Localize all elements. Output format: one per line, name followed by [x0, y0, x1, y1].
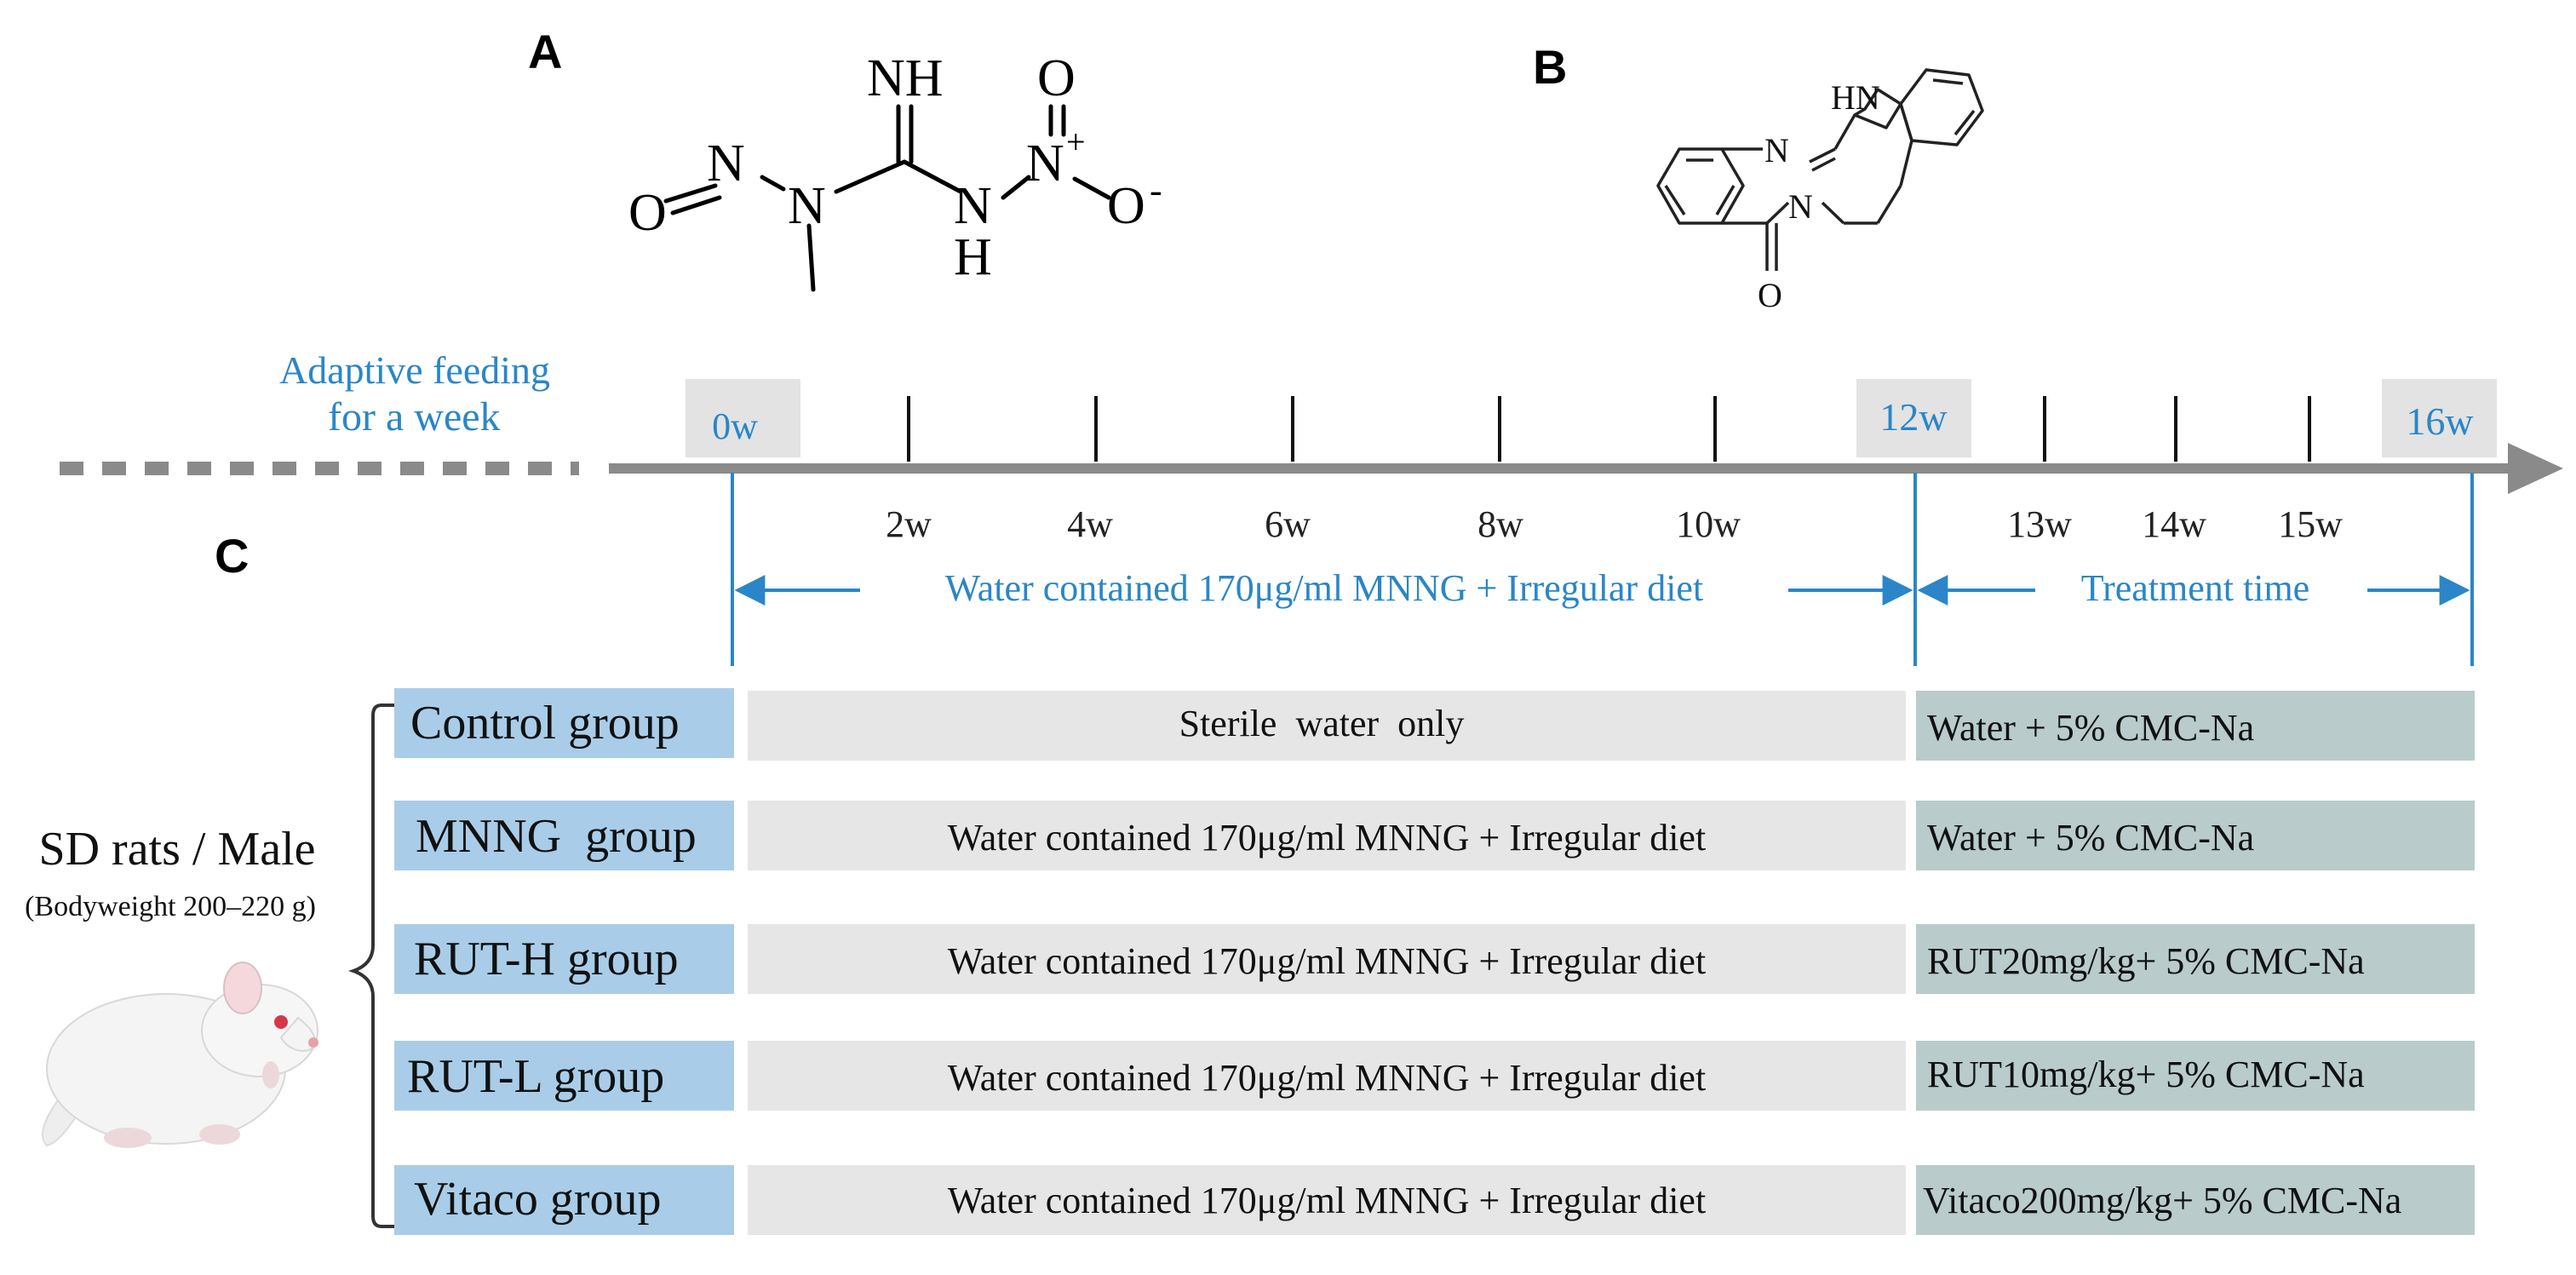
- rat-illustration: [42, 962, 318, 1148]
- treatment-text: RUT20mg/kg+ 5% CMC-Na: [1927, 940, 2365, 982]
- group-row: RUT-L group Water contained 170μg/ml MNN…: [394, 1041, 2475, 1111]
- panel-label-c: C: [215, 529, 249, 583]
- modeling-text: Water contained 170μg/ml MNNG + Irregula…: [948, 817, 1706, 859]
- treatment-box: [1916, 691, 2475, 761]
- modeling-box: [748, 924, 1906, 994]
- week-12-box: [1856, 379, 1971, 457]
- adaptive-feeding-line2: for a week: [328, 394, 501, 439]
- mnng-nh-label: NH: [867, 49, 944, 107]
- week-0-box: [686, 379, 800, 457]
- rut-n-ring-label: N: [1788, 187, 1813, 226]
- rut-n-top-label: N: [1764, 131, 1789, 169]
- modeling-period-label: Water contained 170μg/ml MNNG + Irregula…: [945, 567, 1703, 609]
- treatment-text: RUT10mg/kg+ 5% CMC-Na: [1927, 1054, 2365, 1095]
- mnng-n-methyl-label: N: [788, 177, 826, 235]
- rutaecarpine-structure: [1656, 68, 1984, 271]
- mnng-minus-charge: -: [1150, 169, 1162, 211]
- mnng-o-minus-label: O: [1107, 177, 1145, 235]
- group-name: RUT-H group: [414, 933, 679, 985]
- tick-label-2w: 2w: [886, 503, 932, 545]
- treatment-box: [1916, 1041, 2475, 1111]
- week-16-box: [2382, 379, 2497, 457]
- rut-hn-label: HN: [1831, 78, 1880, 117]
- tick-label-13w: 13w: [2007, 503, 2072, 545]
- group-row: Vitaco group Water contained 170μg/ml MN…: [394, 1165, 2475, 1235]
- treatment-text: Water + 5% CMC-Na: [1927, 707, 2254, 749]
- timeline-arrowhead: [2508, 443, 2563, 494]
- treatment-text: Vitaco200mg/kg+ 5% CMC-Na: [1923, 1180, 2401, 1221]
- week-0-label: 0w: [712, 405, 758, 447]
- modeling-box: [748, 1041, 1906, 1111]
- group-brace: [347, 704, 404, 1228]
- modeling-box: [748, 801, 1906, 870]
- tick-marks: [907, 396, 2311, 462]
- modeling-text: Water contained 170μg/ml MNNG + Irregula…: [948, 1180, 1706, 1221]
- mnng-o-top-label: O: [1037, 49, 1076, 107]
- tick-label-8w: 8w: [1477, 503, 1523, 545]
- group-row: Control group Sterile water only Water +…: [394, 688, 2475, 761]
- modeling-box: [748, 1165, 1906, 1235]
- week-12-label: 12w: [1879, 395, 1948, 439]
- modeling-text: Sterile water only: [1179, 703, 1465, 744]
- mnng-structure: [663, 104, 1111, 292]
- mnng-n-plus-label: N: [1026, 135, 1064, 192]
- subjects-bodyweight: (Bodyweight 200–220 g): [25, 891, 316, 922]
- modeling-box: [748, 691, 1906, 761]
- group-name-box: [394, 801, 734, 870]
- week-16-label: 16w: [2406, 399, 2474, 443]
- adaptive-feeding-line1: Adaptive feeding: [279, 348, 550, 392]
- panel-label-a: A: [528, 25, 562, 78]
- treatment-period-label: Treatment time: [2081, 567, 2309, 609]
- treatment-box: [1916, 924, 2475, 994]
- rut-o-label: O: [1758, 276, 1782, 314]
- mnng-plus-charge: +: [1066, 123, 1086, 161]
- group-name-box: [394, 688, 734, 758]
- mnng-h-label: H: [954, 228, 992, 286]
- tick-label-4w: 4w: [1067, 503, 1113, 545]
- group-row: RUT-H group Water contained 170μg/ml MNN…: [394, 924, 2475, 994]
- treatment-box: [1916, 1165, 2475, 1235]
- mnng-o-left-label: O: [628, 184, 667, 242]
- panel-label-b: B: [1533, 40, 1567, 94]
- treatment-box: [1916, 801, 2475, 870]
- group-name: Control group: [410, 697, 680, 749]
- modeling-text: Water contained 170μg/ml MNNG + Irregula…: [948, 1057, 1706, 1099]
- group-row: MNNG group Water contained 170μg/ml MNNG…: [394, 801, 2475, 870]
- phase-boundaries: [731, 473, 2474, 666]
- group-name: Vitaco group: [414, 1173, 662, 1226]
- tick-label-10w: 10w: [1676, 503, 1741, 545]
- modeling-text: Water contained 170μg/ml MNNG + Irregula…: [948, 940, 1706, 982]
- treatment-text: Water + 5% CMC-Na: [1927, 817, 2254, 859]
- group-name: RUT-L group: [407, 1050, 664, 1103]
- group-name-box: [394, 1041, 734, 1111]
- tick-label-14w: 14w: [2142, 503, 2206, 545]
- group-name: MNNG group: [416, 810, 697, 863]
- group-name-box: [394, 1165, 734, 1235]
- tick-label-15w: 15w: [2278, 503, 2343, 545]
- subjects-label: SD rats / Male: [38, 823, 315, 876]
- tick-label-6w: 6w: [1265, 503, 1311, 545]
- mnng-n-nitroso-label: N: [707, 135, 745, 192]
- mnng-n-amine-label: N: [954, 177, 992, 235]
- group-name-box: [394, 924, 734, 994]
